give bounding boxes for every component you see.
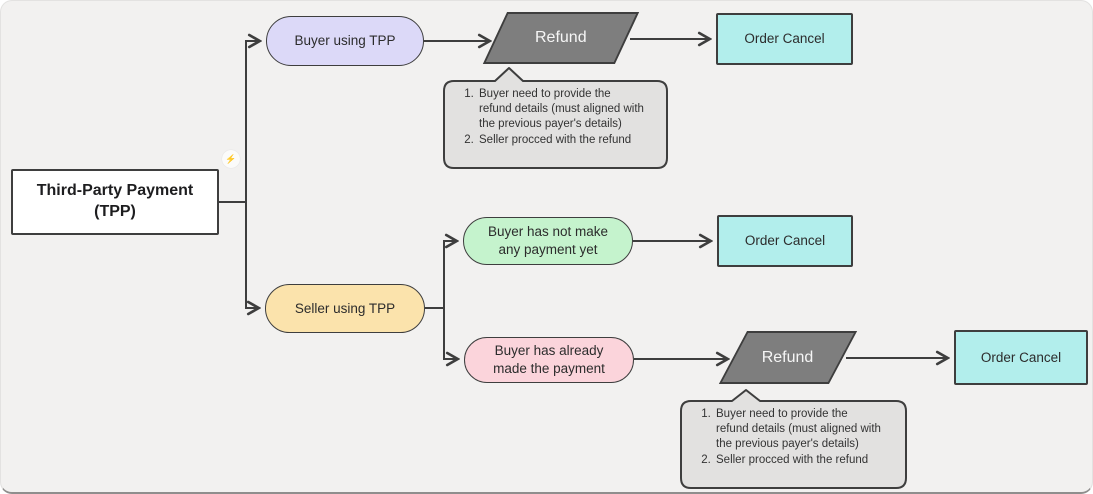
refund-parallelogram-top[interactable]: Refund	[482, 12, 640, 64]
node-seller-using-tpp[interactable]: Seller using TPP	[265, 284, 425, 333]
node-buyer-using-tpp[interactable]: Buyer using TPP	[266, 16, 424, 66]
connector-seller-to-nopay	[425, 241, 456, 309]
node-order-cancel-middle[interactable]: Order Cancel	[717, 215, 853, 267]
note-bubble-shape-bottom	[680, 389, 907, 489]
node-buyer-paid[interactable]: Buyer has already made the payment	[464, 337, 634, 383]
buyer-using-tpp-label: Buyer using TPP	[294, 33, 396, 49]
node-order-cancel-top[interactable]: Order Cancel	[716, 13, 853, 65]
refund-parallelogram-bottom[interactable]: Refund	[718, 331, 858, 384]
order-cancel-label-middle: Order Cancel	[744, 233, 826, 249]
note-refund-steps-bottom[interactable]: Buyer need to provide the refund details…	[680, 386, 908, 490]
note-steps-list-top: Buyer need to provide the refund details…	[451, 87, 677, 148]
spark-icon[interactable]: ⚡	[222, 150, 240, 168]
note-step-1: Buyer need to provide the refund details…	[477, 87, 645, 133]
note-bubble-shape-top	[443, 67, 668, 169]
note-steps-list-bottom: Buyer need to provide the refund details…	[688, 407, 916, 468]
note-step-2: Seller procced with the refund	[477, 133, 645, 148]
node-order-cancel-bottom[interactable]: Order Cancel	[954, 330, 1088, 385]
spark-glyph: ⚡	[225, 153, 237, 164]
note-step-2: Seller procced with the refund	[714, 453, 882, 468]
node-buyer-no-payment[interactable]: Buyer has not make any payment yet	[463, 217, 633, 265]
note-step-1: Buyer need to provide the refund details…	[714, 407, 882, 453]
seller-using-tpp-label: Seller using TPP	[294, 300, 396, 316]
note-refund-steps-top[interactable]: Buyer need to provide the refund details…	[443, 65, 669, 170]
buyer-no-payment-label: Buyer has not make any payment yet	[487, 224, 609, 257]
order-cancel-label-top: Order Cancel	[744, 31, 825, 47]
connector-seller-to-paid	[443, 308, 457, 359]
root-label: Third-Party Payment (TPP)	[36, 182, 194, 220]
refund-label-bottom: Refund	[762, 348, 814, 366]
node-third-party-payment[interactable]: Third-Party Payment (TPP)	[11, 169, 219, 235]
connector-root-to-seller	[245, 202, 258, 308]
order-cancel-label-bottom: Order Cancel	[980, 349, 1062, 365]
buyer-paid-label: Buyer has already made the payment	[493, 343, 605, 376]
refund-label-top: Refund	[535, 29, 587, 46]
connector-root-to-buyer	[219, 41, 259, 203]
